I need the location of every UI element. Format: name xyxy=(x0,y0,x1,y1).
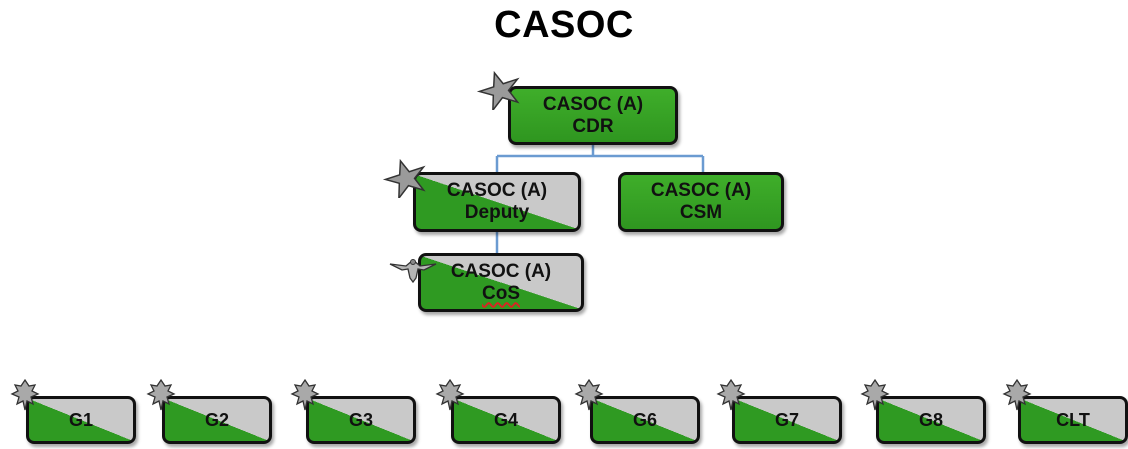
node-deputy: CASOC (A) Deputy xyxy=(413,172,581,232)
node-csm-line1: CASOC (A) xyxy=(650,180,752,202)
node-cos-line1: CASOC (A) xyxy=(450,260,552,282)
staff-box-g3: G3 xyxy=(306,396,416,444)
staff-label: CLT xyxy=(1056,409,1090,430)
oak-leaf-icon xyxy=(1002,378,1032,411)
chart-title: CASOC xyxy=(494,4,634,46)
general-star-icon xyxy=(382,158,426,198)
oak-leaf-icon xyxy=(146,378,176,411)
node-deputy-line1: CASOC (A) xyxy=(446,180,548,202)
node-cdr: CASOC (A) CDR xyxy=(508,86,678,145)
node-cdr-line1: CASOC (A) xyxy=(542,93,644,115)
staff-box-g4: G4 xyxy=(451,396,561,444)
oak-leaf-icon xyxy=(10,378,40,411)
oak-leaf-icon xyxy=(716,378,746,411)
staff-label: G8 xyxy=(918,409,943,430)
node-cos-line2: CoS xyxy=(482,282,520,304)
staff-label: G2 xyxy=(204,409,229,430)
staff-label: G6 xyxy=(632,409,657,430)
staff-label: G4 xyxy=(493,409,518,430)
staff-box-g7: G7 xyxy=(732,396,842,444)
staff-box-clt: CLT xyxy=(1018,396,1128,444)
staff-box-g6: G6 xyxy=(590,396,700,444)
oak-leaf-icon xyxy=(574,378,604,411)
colonel-eagle-icon xyxy=(389,259,437,284)
oak-leaf-icon xyxy=(860,378,890,411)
node-cdr-line2: CDR xyxy=(572,115,614,137)
staff-label: G1 xyxy=(68,409,93,430)
node-cos: CASOC (A) CoS xyxy=(418,253,584,312)
staff-label: G7 xyxy=(774,409,799,430)
general-star-icon xyxy=(476,70,520,110)
node-csm-line2: CSM xyxy=(679,202,723,223)
oak-leaf-icon xyxy=(290,378,320,411)
staff-label: G3 xyxy=(348,409,373,430)
node-deputy-line2: Deputy xyxy=(464,202,530,223)
staff-box-g1: G1 xyxy=(26,396,136,444)
staff-box-g2: G2 xyxy=(162,396,272,444)
oak-leaf-icon xyxy=(435,378,465,411)
staff-box-g8: G8 xyxy=(876,396,986,444)
node-csm: CASOC (A) CSM xyxy=(618,172,784,232)
